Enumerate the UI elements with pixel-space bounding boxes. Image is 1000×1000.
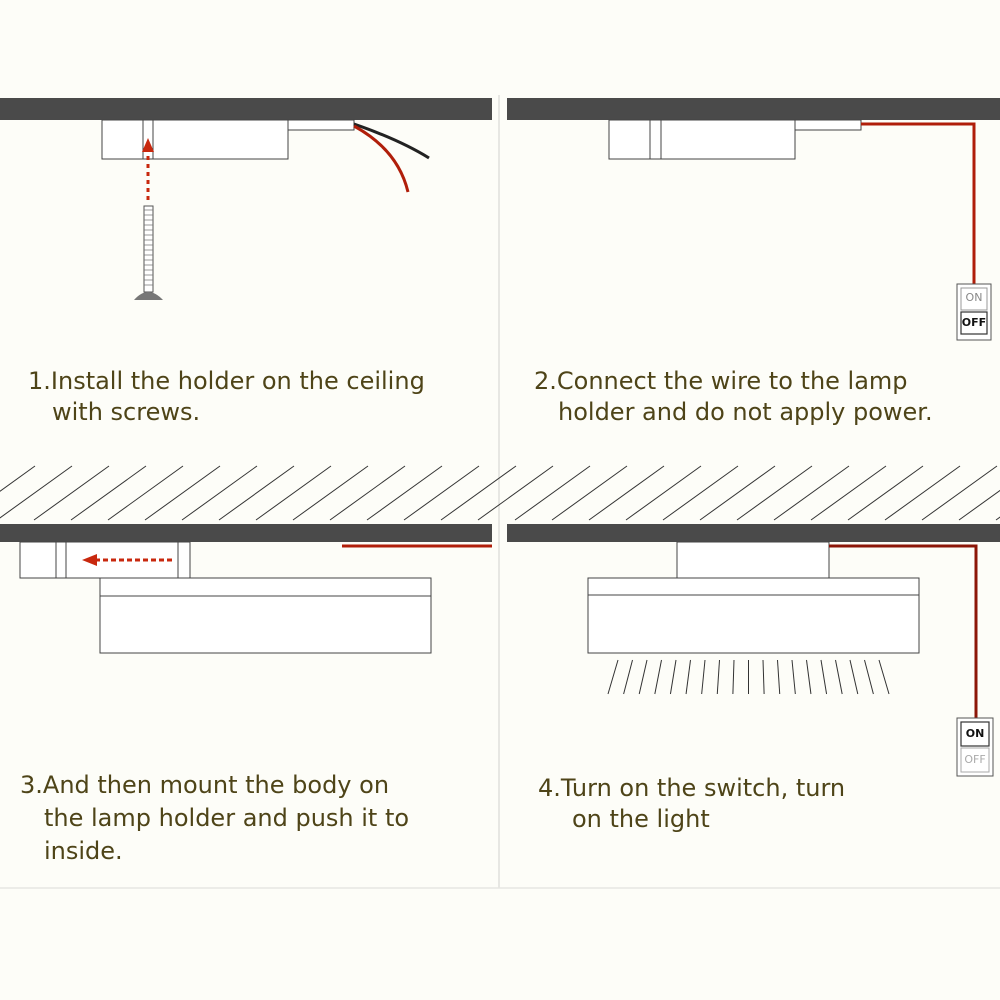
hatch-line (0, 465, 36, 492)
switch-off-label: OFF (961, 316, 987, 329)
hatch-line (181, 465, 258, 521)
wire-connector (794, 119, 862, 131)
screw-icon (134, 205, 163, 300)
step-3-caption: 3.And then mount the body on the lamp ho… (20, 769, 409, 868)
wire-connector (287, 119, 355, 131)
hatch-line (477, 465, 554, 521)
caption-line: 1.Install the holder on the ceiling (28, 367, 425, 395)
hatch-line (884, 465, 961, 521)
caption-line: 4.Turn on the switch, turn (538, 774, 846, 802)
red-wire (353, 124, 410, 193)
light-ray (732, 659, 735, 695)
light-ray (820, 659, 828, 695)
caption-line: with screws. (52, 398, 201, 426)
light-ray (685, 659, 691, 695)
light-ray (806, 659, 812, 695)
caption-line: 3.And then mount the body on (20, 771, 390, 799)
hatch-line (218, 465, 295, 521)
caption-line: 2.Connect the wire to the lamp (534, 367, 908, 395)
hatch-line (514, 465, 591, 521)
hatch-line (292, 465, 369, 521)
light-ray (701, 659, 706, 695)
switch-off-label: OFF (964, 753, 986, 766)
switch-on-label: ON (965, 291, 983, 304)
lamp-body (587, 577, 920, 654)
caption-line: holder and do not apply power. (558, 398, 933, 426)
panel-4-illustration (507, 524, 1000, 777)
hatch-line (366, 465, 443, 521)
hatch-line (440, 465, 517, 521)
light-ray (654, 659, 662, 695)
light-ray (777, 659, 781, 695)
panel-1-illustration (0, 98, 492, 300)
lamp-holder (101, 119, 289, 160)
light-ray (669, 659, 677, 695)
panel-2-illustration (507, 98, 1000, 341)
hatch-line (810, 465, 887, 521)
hatch-line (70, 465, 147, 521)
hatch-line (921, 465, 998, 521)
switch-on-label: ON (965, 727, 985, 740)
step-4-caption: 4.Turn on the switch, turn on the light (538, 773, 845, 835)
black-wire (353, 122, 430, 160)
hatch-line (403, 465, 480, 521)
panel-3-illustration (0, 524, 492, 654)
light-ray (623, 659, 633, 695)
ceiling-bar (507, 524, 1000, 542)
hatch-line (144, 465, 221, 521)
lamp-holder (676, 541, 830, 579)
light-ray (638, 659, 648, 695)
hatch-line (773, 465, 850, 521)
lamp-body (99, 577, 432, 654)
ceiling-bar (0, 98, 492, 120)
hatch-line (625, 465, 702, 521)
ceiling-bar (507, 98, 1000, 120)
light-ray (716, 659, 720, 695)
hatch-line (736, 465, 813, 521)
hatch-line (958, 489, 1000, 521)
hatch-line (33, 465, 110, 521)
light-ray (864, 659, 874, 695)
hatch-line (329, 465, 406, 521)
light-ray (607, 659, 619, 695)
hatch-line (699, 465, 776, 521)
left-arrow-icon (82, 554, 97, 566)
light-ray (878, 659, 890, 695)
step-1-caption: 1.Install the holder on the ceiling with… (28, 366, 425, 428)
light-ray (791, 659, 796, 695)
light-rays (607, 659, 890, 695)
red-wire (829, 544, 978, 718)
caption-line: inside. (44, 837, 123, 865)
red-wire (861, 122, 976, 284)
lamp-holder (608, 119, 796, 160)
hatch-line (107, 465, 184, 521)
hatch-line (551, 465, 628, 521)
caption-line: on the light (572, 805, 710, 833)
light-ray (849, 659, 859, 695)
ceiling-bar (0, 524, 492, 542)
step-2-caption: 2.Connect the wire to the lamp holder an… (534, 366, 933, 428)
hatch-line (0, 465, 73, 519)
light-ray (762, 659, 765, 695)
up-arrow-icon (142, 138, 154, 152)
light-ray (835, 659, 843, 695)
hatch-line (847, 465, 924, 521)
hatch-line (255, 465, 332, 521)
ceiling-hatch (0, 465, 1000, 521)
caption-line: the lamp holder and push it to (44, 804, 410, 832)
hatch-line (588, 465, 665, 521)
hatch-line (662, 465, 739, 521)
